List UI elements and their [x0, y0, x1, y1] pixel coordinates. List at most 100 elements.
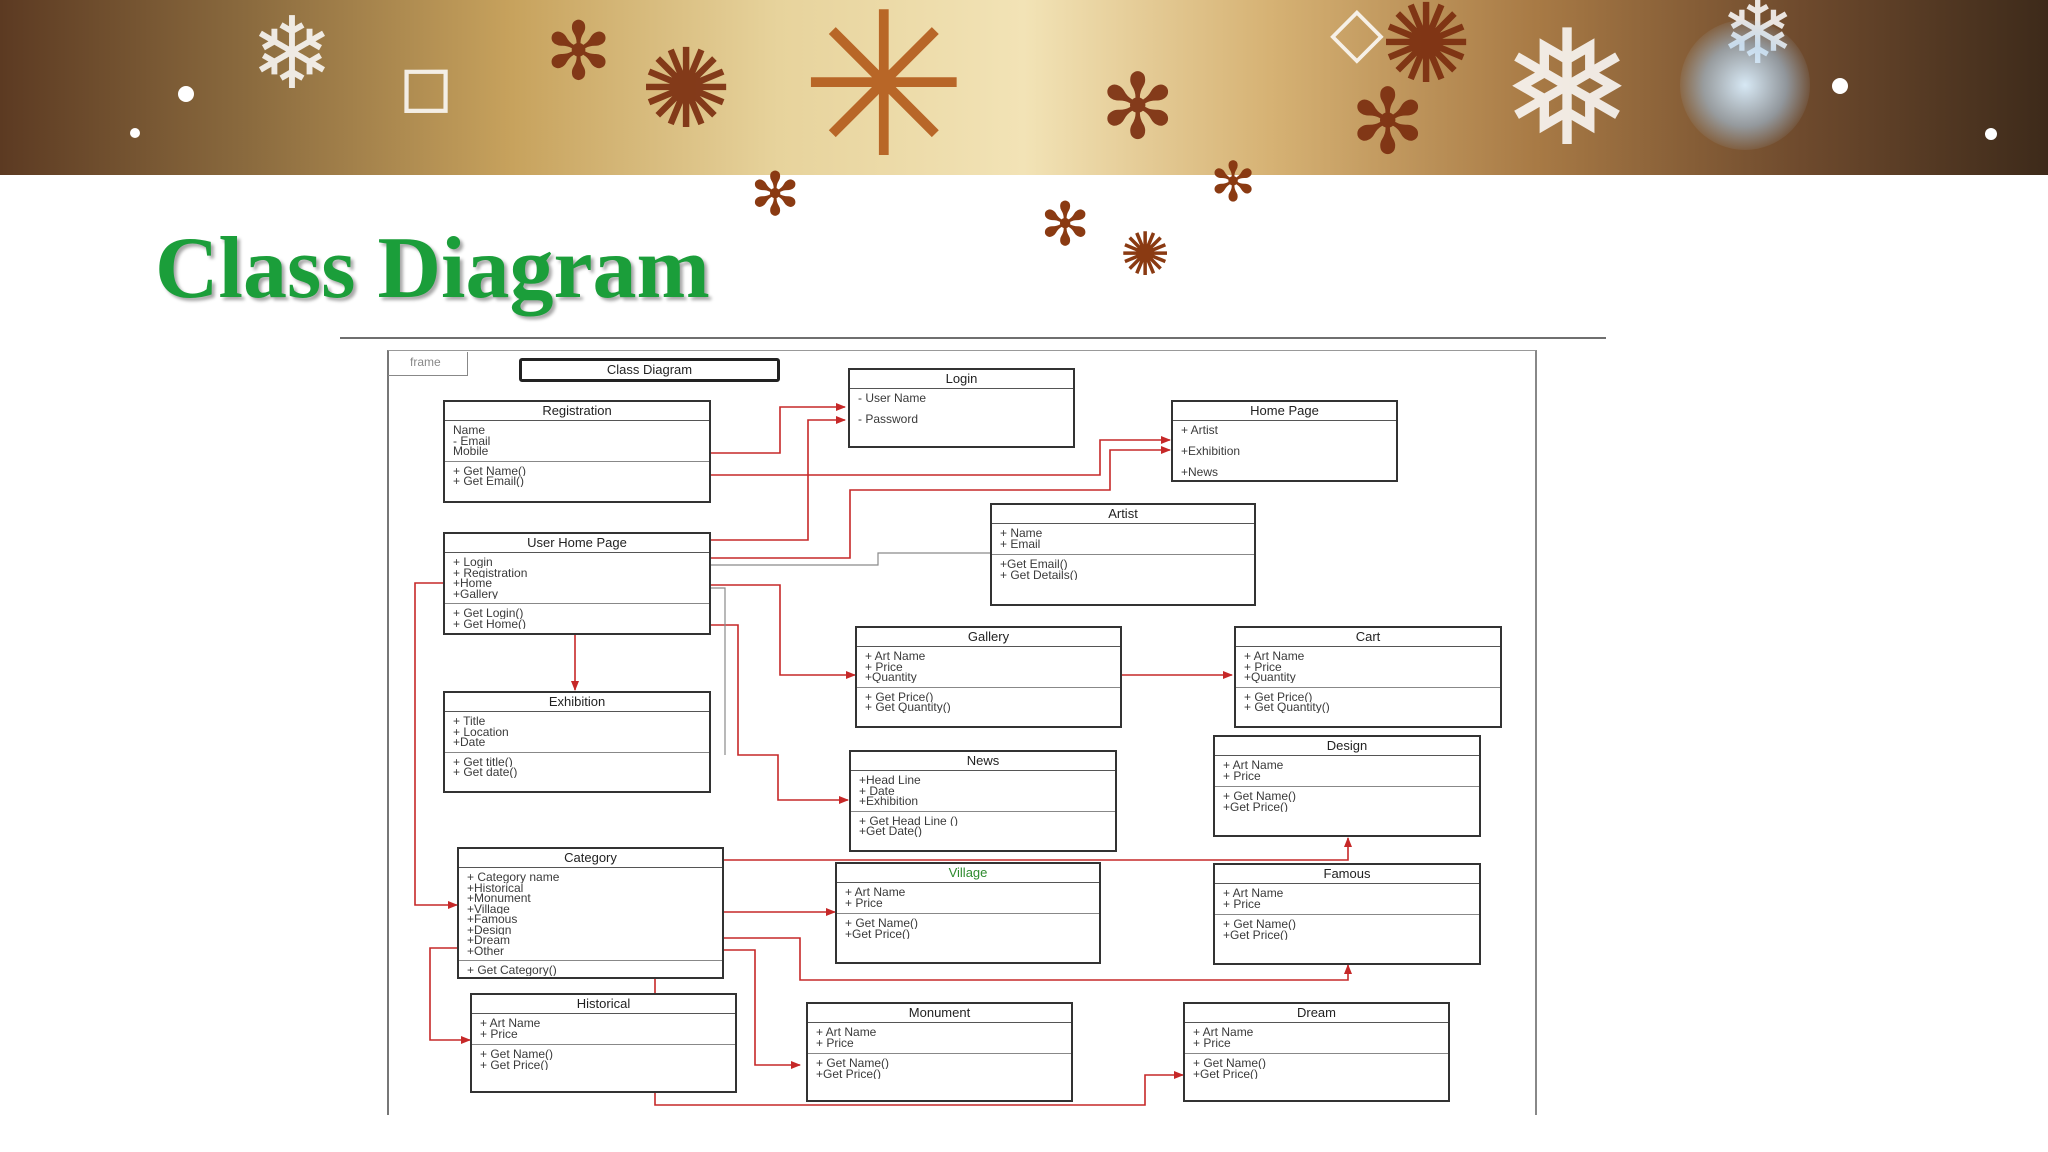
- class-attribute: - Email: [453, 435, 491, 447]
- class-gallery: Gallery + Art Name + Price +Quantity + G…: [855, 626, 1122, 728]
- class-attribute: +Head Line: [859, 775, 921, 786]
- class-login: Login - User Name - Password: [848, 368, 1075, 448]
- class-method: + Get Name(): [1223, 791, 1297, 802]
- snowflake-icon: ✺: [1380, 0, 1473, 108]
- class-method: + Get Name(): [480, 1049, 554, 1060]
- class-historical: Historical + Art Name + Price + Get Name…: [470, 993, 737, 1093]
- connector-line: [710, 552, 990, 566]
- connector-line: [710, 587, 726, 755]
- class-attribute: + Art Name: [1223, 888, 1284, 899]
- snowflake-icon: ✺: [640, 25, 733, 153]
- class-category: Category + Category name +Historical +Mo…: [457, 847, 724, 979]
- class-attribute: +Exhibition: [859, 796, 919, 807]
- class-name: News: [851, 752, 1115, 771]
- connector-line: [710, 416, 846, 541]
- class-attribute: +Home: [453, 578, 493, 589]
- class-attributes: + Artist +Exhibition +News: [1173, 421, 1396, 482]
- diagram-frame: [387, 350, 1537, 1115]
- class-attribute: +Dream: [467, 935, 511, 946]
- class-attributes: +Head Line + Date +Exhibition: [851, 771, 1115, 811]
- class-name: User Home Page: [445, 534, 709, 553]
- class-name: Registration: [445, 402, 709, 421]
- class-artist: Artist + Name + Email +Get Email() + Get…: [990, 503, 1256, 606]
- class-attributes: + Name + Email: [992, 524, 1254, 554]
- class-attributes: + Art Name + Price: [837, 883, 1099, 913]
- class-registration: Registration Name - Email Mobile + Get N…: [443, 400, 711, 503]
- class-attribute: + Art Name: [1223, 760, 1284, 771]
- class-attribute: [858, 404, 1065, 415]
- class-method: + Get Name(): [1223, 919, 1297, 930]
- class-attribute: + Art Name: [480, 1018, 541, 1029]
- class-method: + Get Email(): [453, 476, 525, 487]
- snowflake-icon: ◇: [1330, 0, 1384, 72]
- class-attribute: - Password: [858, 414, 919, 425]
- class-methods: + Get Price() + Get Quantity(): [857, 686, 1120, 717]
- snowflake-icon: ✻: [1100, 55, 1176, 160]
- class-attribute: + Price: [1223, 898, 1261, 910]
- class-attribute: + Registration: [453, 567, 528, 579]
- class-attribute: Mobile: [453, 446, 489, 457]
- frame-tab: frame: [388, 352, 468, 376]
- snowflake-icon: ✺: [1120, 220, 1171, 290]
- class-attributes: + Art Name + Price: [808, 1023, 1071, 1053]
- class-method: + Get Name(): [816, 1058, 890, 1069]
- class-monument: Monument + Art Name + Price + Get Name()…: [806, 1002, 1073, 1102]
- class-method: + Get Price(): [1244, 691, 1313, 703]
- class-name: Design: [1215, 737, 1479, 756]
- snowflake-icon: ✻: [545, 5, 613, 98]
- class-dream: Dream + Art Name + Price + Get Name() +G…: [1183, 1002, 1450, 1102]
- class-attributes: + Art Name + Price +Quantity: [857, 647, 1120, 687]
- class-method: + Get Name(): [1193, 1058, 1267, 1069]
- class-method: + Get Home(): [453, 618, 527, 630]
- class-method: +Get Price(): [845, 928, 911, 940]
- class-attribute: + Art Name: [816, 1027, 877, 1038]
- class-name: Village: [837, 864, 1099, 883]
- class-attributes: + Art Name + Price: [1185, 1023, 1448, 1053]
- class-method: + Get Price(): [480, 1059, 549, 1071]
- class-methods: + Get Name() +Get Price(): [1185, 1053, 1448, 1083]
- light-dot: [1832, 78, 1848, 94]
- connector-line: [723, 837, 1352, 861]
- class-attribute: +Monument: [467, 893, 531, 904]
- class-method: + Get title(): [453, 756, 513, 768]
- class-method: + Get Quantity(): [865, 702, 951, 713]
- class-village: Village + Art Name + Price + Get Name() …: [835, 862, 1101, 964]
- class-attribute: + Art Name: [1193, 1027, 1254, 1038]
- class-method: + Get Quantity(): [1244, 702, 1330, 713]
- class-methods: + Get Category(): [459, 960, 722, 980]
- class-method: + Get Name(): [453, 465, 527, 477]
- class-method: +Get Price(): [1223, 929, 1289, 941]
- class-method: + Get date(): [453, 767, 518, 778]
- class-attributes: + Title + Location +Date: [445, 712, 709, 752]
- class-attribute: + Artist: [1181, 425, 1219, 436]
- light-dot: [130, 128, 140, 138]
- class-attribute: + Title: [453, 716, 486, 727]
- class-methods: + Get Login() + Get Home(): [445, 603, 709, 633]
- class-attribute: + Login: [453, 557, 493, 568]
- class-attribute: + Price: [480, 1028, 518, 1040]
- class-attribute: + Art Name: [1244, 651, 1305, 662]
- class-attribute: +News: [1181, 467, 1219, 478]
- light-bokeh: [1680, 20, 1810, 150]
- snowflake-icon: ❄: [250, 0, 334, 112]
- light-dot: [178, 86, 194, 102]
- class-user-home-page: User Home Page + Login + Registration +H…: [443, 532, 711, 635]
- class-attribute: +Famous: [467, 914, 518, 925]
- class-method: +Get Price(): [816, 1068, 882, 1080]
- snowflake-icon: ✻: [1040, 190, 1091, 260]
- class-methods: + Get Name() + Get Email(): [445, 460, 709, 491]
- class-name: Home Page: [1173, 402, 1396, 421]
- connector-line: [710, 436, 1171, 476]
- class-methods: + Get Name() +Get Price(): [808, 1053, 1071, 1083]
- class-method: +Get Date(): [859, 826, 923, 837]
- class-method: + Get Category(): [467, 965, 557, 976]
- class-methods: + Get Head Line () +Get Date(): [851, 810, 1115, 841]
- class-attribute: +Historical: [467, 882, 524, 894]
- connector-line: [710, 624, 849, 804]
- class-method: +Get Price(): [1193, 1068, 1259, 1080]
- class-attributes: + Art Name + Price: [472, 1014, 735, 1044]
- connector-line: [414, 582, 458, 909]
- connector-line: [710, 403, 846, 454]
- class-method: +Get Price(): [1223, 801, 1289, 813]
- class-attribute: + Price: [1193, 1037, 1231, 1049]
